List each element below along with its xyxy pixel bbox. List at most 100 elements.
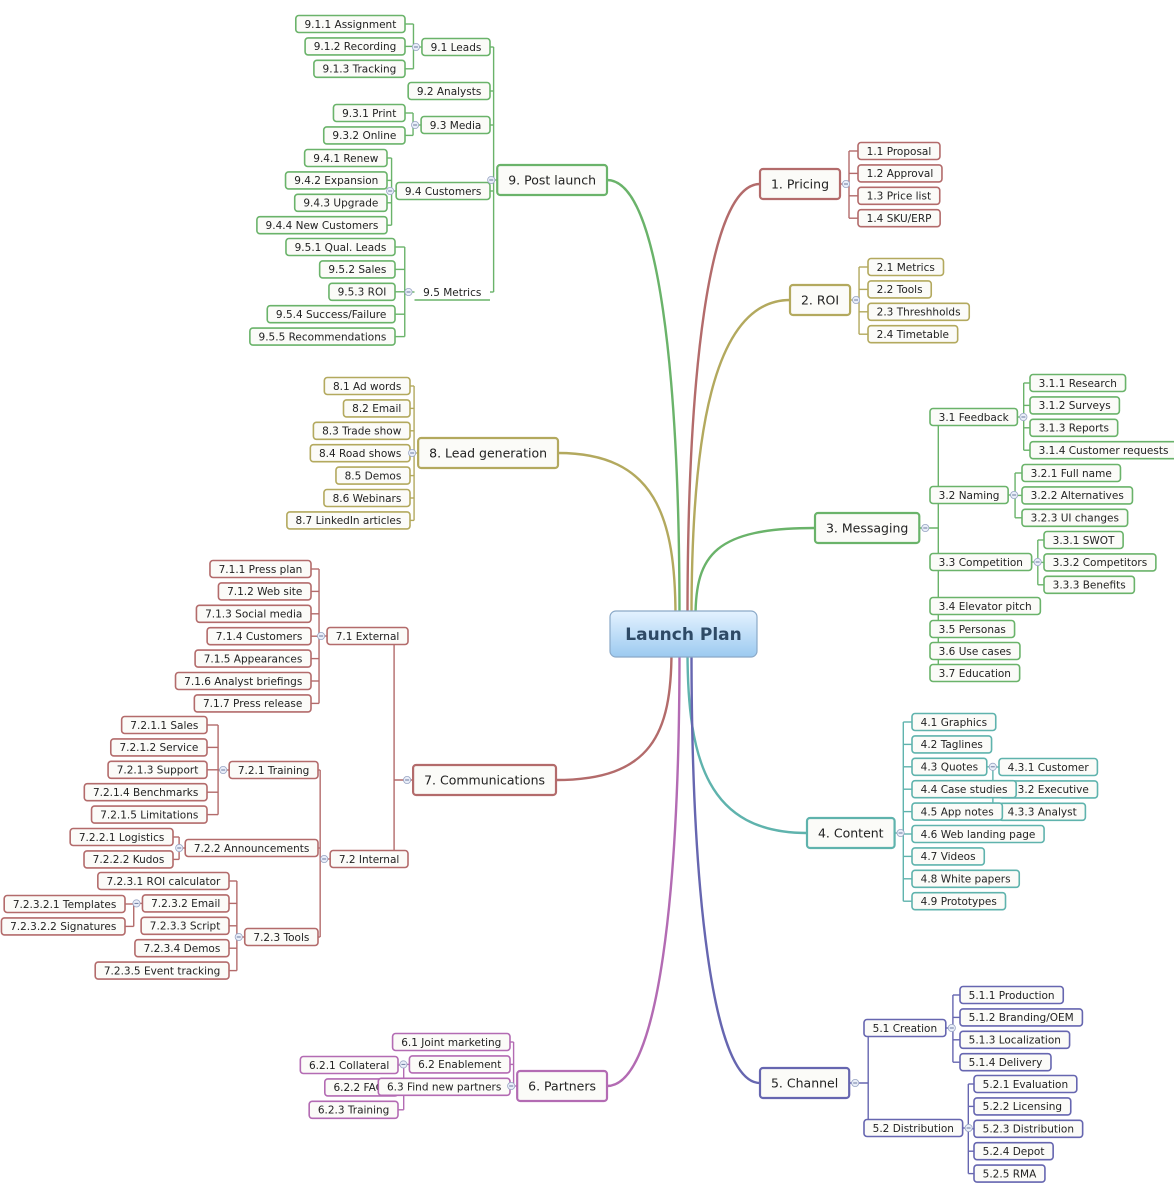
subtopic-4-5-app-notes[interactable]: 4.5 App notes — [911, 802, 1004, 821]
subtopic-3-7-education[interactable]: 3.7 Education — [929, 663, 1021, 683]
collapse-toggle-icon[interactable] — [507, 1082, 516, 1091]
subtopic-2-4-timetable[interactable]: 2.4 Timetable — [867, 324, 959, 344]
subtopic-9-1-3-tracking[interactable]: 9.1.3 Tracking — [313, 59, 406, 79]
subtopic-7-1-4-customers[interactable]: 7.1.4 Customers — [206, 626, 312, 646]
collapse-toggle-icon[interactable] — [988, 762, 997, 771]
subtopic-9-5-4-success-failure[interactable]: 9.5.4 Success/Failure — [266, 304, 396, 324]
subtopic-7-2-1-5-limitations[interactable]: 7.2.1.5 Limitations — [90, 805, 208, 824]
subtopic-2-3-threshholds[interactable]: 2.3 Threshholds — [867, 302, 971, 322]
subtopic-8-6-webinars[interactable]: 8.6 Webinars — [323, 488, 411, 508]
collapse-toggle-icon[interactable] — [896, 829, 905, 838]
subtopic-3-3-1-swot[interactable]: 3.3.1 SWOT — [1043, 530, 1124, 550]
subtopic-3-6-use-cases[interactable]: 3.6 Use cases — [929, 641, 1021, 661]
subtopic-6-1-joint-marketing[interactable]: 6.1 Joint marketing — [391, 1032, 511, 1052]
collapse-toggle-icon[interactable] — [132, 899, 141, 908]
subtopic-4-3-1-customer[interactable]: 4.3.1 Customer — [998, 757, 1099, 777]
subtopic-8-4-road-shows[interactable]: 8.4 Road shows — [309, 443, 411, 463]
subtopic-4-2-taglines[interactable]: 4.2 Taglines — [911, 735, 993, 754]
subtopic-9-3-2-online[interactable]: 9.3.2 Online — [322, 126, 406, 145]
subtopic-7-2-3-2-1-templates[interactable]: 7.2.3.2.1 Templates — [3, 894, 126, 914]
collapse-toggle-icon[interactable] — [399, 1060, 408, 1069]
subtopic-7-1-external[interactable]: 7.1 External — [326, 626, 409, 646]
subtopic-5-1-2-branding-oem[interactable]: 5.1.2 Branding/OEM — [959, 1008, 1084, 1027]
branch-2-roi[interactable]: 2. ROI — [788, 283, 852, 317]
collapse-toggle-icon[interactable] — [219, 766, 228, 775]
subtopic-9-5-2-sales[interactable]: 9.5.2 Sales — [318, 260, 396, 279]
branch-8-lead-generation[interactable]: 8. Lead generation — [417, 436, 560, 470]
collapse-toggle-icon[interactable] — [1033, 558, 1042, 567]
collapse-toggle-icon[interactable] — [851, 1079, 860, 1088]
subtopic-6-3-find-new-partners[interactable]: 6.3 Find new partners — [377, 1077, 511, 1097]
subtopic-3-2-2-alternatives[interactable]: 3.2.2 Alternatives — [1021, 486, 1134, 505]
subtopic-3-1-1-research[interactable]: 3.1.1 Research — [1029, 373, 1127, 393]
subtopic-3-3-competition[interactable]: 3.3 Competition — [929, 552, 1033, 572]
subtopic-9-1-1-assignment[interactable]: 9.1.1 Assignment — [294, 14, 406, 34]
subtopic-9-1-2-recording[interactable]: 9.1.2 Recording — [304, 37, 406, 56]
subtopic-8-5-demos[interactable]: 8.5 Demos — [335, 466, 411, 485]
collapse-toggle-icon[interactable] — [317, 632, 326, 641]
subtopic-5-1-creation[interactable]: 5.1 Creation — [863, 1018, 947, 1038]
subtopic-7-2-1-2-service[interactable]: 7.2.1.2 Service — [109, 738, 208, 757]
subtopic-7-1-6-analyst-briefings[interactable]: 7.1.6 Analyst briefings — [174, 671, 312, 691]
subtopic-7-2-1-training[interactable]: 7.2.1 Training — [228, 760, 319, 780]
subtopic-3-2-1-full-name[interactable]: 3.2.1 Full name — [1021, 463, 1122, 483]
branch-3-messaging[interactable]: 3. Messaging — [813, 511, 921, 545]
collapse-toggle-icon[interactable] — [1010, 490, 1019, 499]
subtopic-4-8-white-papers[interactable]: 4.8 White papers — [911, 869, 1021, 889]
subtopic-7-2-3-2-2-signatures[interactable]: 7.2.3.2.2 Signatures — [0, 917, 126, 936]
subtopic-9-5-1-qual-leads[interactable]: 9.5.1 Qual. Leads — [285, 237, 396, 257]
subtopic-7-2-3-4-demos[interactable]: 7.2.3.4 Demos — [134, 938, 230, 958]
branch-6-partners[interactable]: 6. Partners — [516, 1069, 609, 1103]
subtopic-7-2-3-3-script[interactable]: 7.2.3.3 Script — [140, 916, 230, 936]
subtopic-5-2-5-rma[interactable]: 5.2.5 RMA — [973, 1164, 1046, 1183]
subtopic-7-1-3-social-media[interactable]: 7.1.3 Social media — [195, 604, 312, 624]
subtopic-2-1-metrics[interactable]: 2.1 Metrics — [867, 257, 945, 277]
subtopic-7-2-2-1-logistics[interactable]: 7.2.2.1 Logistics — [69, 827, 174, 847]
subtopic-7-1-5-appearances[interactable]: 7.1.5 Appearances — [194, 649, 312, 668]
subtopic-9-1-leads[interactable]: 9.1 Leads — [421, 37, 491, 57]
subtopic-3-4-elevator-pitch[interactable]: 3.4 Elevator pitch — [929, 596, 1042, 616]
subtopic-8-3-trade-show[interactable]: 8.3 Trade show — [312, 421, 411, 441]
collapse-toggle-icon[interactable] — [852, 295, 861, 304]
subtopic-7-1-2-web-site[interactable]: 7.1.2 Web site — [217, 582, 312, 601]
branch-1-pricing[interactable]: 1. Pricing — [758, 167, 842, 201]
branch-7-communications[interactable]: 7. Communications — [411, 763, 558, 797]
subtopic-3-3-3-benefits[interactable]: 3.3.3 Benefits — [1043, 575, 1136, 595]
subtopic-9-5-5-recommendations[interactable]: 9.5.5 Recommendations — [249, 327, 396, 346]
subtopic-5-2-2-licensing[interactable]: 5.2.2 Licensing — [973, 1097, 1072, 1116]
subtopic-7-2-1-1-sales[interactable]: 7.2.1.1 Sales — [120, 715, 208, 735]
subtopic-5-1-1-production[interactable]: 5.1.1 Production — [959, 985, 1065, 1005]
subtopic-9-5-3-roi[interactable]: 9.5.3 ROI — [328, 282, 396, 302]
subtopic-3-5-personas[interactable]: 3.5 Personas — [929, 619, 1016, 639]
subtopic-5-2-1-evaluation[interactable]: 5.2.1 Evaluation — [973, 1074, 1078, 1094]
branch-4-content[interactable]: 4. Content — [805, 816, 896, 850]
subtopic-7-1-1-press-plan[interactable]: 7.1.1 Press plan — [209, 559, 312, 579]
subtopic-8-1-ad-words[interactable]: 8.1 Ad words — [323, 376, 411, 396]
collapse-toggle-icon[interactable] — [411, 121, 420, 130]
subtopic-3-1-feedback[interactable]: 3.1 Feedback — [929, 407, 1019, 427]
subtopic-9-4-4-new-customers[interactable]: 9.4.4 New Customers — [256, 215, 388, 235]
collapse-toggle-icon[interactable] — [234, 933, 243, 942]
collapse-toggle-icon[interactable] — [964, 1124, 973, 1133]
collapse-toggle-icon[interactable] — [487, 175, 496, 184]
subtopic-5-1-3-localization[interactable]: 5.1.3 Localization — [959, 1030, 1071, 1050]
subtopic-8-7-linkedin-articles[interactable]: 8.7 LinkedIn articles — [286, 511, 411, 530]
subtopic-7-2-2-announcements[interactable]: 7.2.2 Announcements — [184, 838, 319, 858]
collapse-toggle-icon[interactable] — [411, 43, 420, 52]
subtopic-3-2-naming[interactable]: 3.2 Naming — [929, 485, 1009, 505]
subtopic-7-2-3-1-roi-calculator[interactable]: 7.2.3.1 ROI calculator — [97, 871, 230, 891]
subtopic-4-7-videos[interactable]: 4.7 Videos — [911, 847, 986, 866]
subtopic-9-5-metrics[interactable]: 9.5 Metrics — [414, 287, 490, 301]
subtopic-4-1-graphics[interactable]: 4.1 Graphics — [911, 712, 997, 732]
subtopic-6-2-3-training[interactable]: 6.2.3 Training — [308, 1100, 399, 1120]
subtopic-4-3-2-executive[interactable]: 4.3.2 Executive — [998, 780, 1099, 799]
subtopic-7-2-3-tools[interactable]: 7.2.3 Tools — [243, 927, 319, 947]
subtopic-9-4-3-upgrade[interactable]: 9.4.3 Upgrade — [293, 193, 388, 213]
branch-9-post-launch[interactable]: 9. Post launch — [496, 163, 609, 197]
subtopic-8-2-email[interactable]: 8.2 Email — [342, 399, 411, 418]
subtopic-7-2-3-5-event-tracking[interactable]: 7.2.3.5 Event tracking — [94, 961, 230, 980]
subtopic-7-2-1-3-support[interactable]: 7.2.1.3 Support — [107, 760, 208, 780]
subtopic-7-2-2-2-kudos[interactable]: 7.2.2.2 Kudos — [83, 850, 174, 869]
subtopic-4-4-case-studies[interactable]: 4.4 Case studies — [911, 779, 1017, 799]
subtopic-7-1-7-press-release[interactable]: 7.1.7 Press release — [193, 694, 312, 713]
